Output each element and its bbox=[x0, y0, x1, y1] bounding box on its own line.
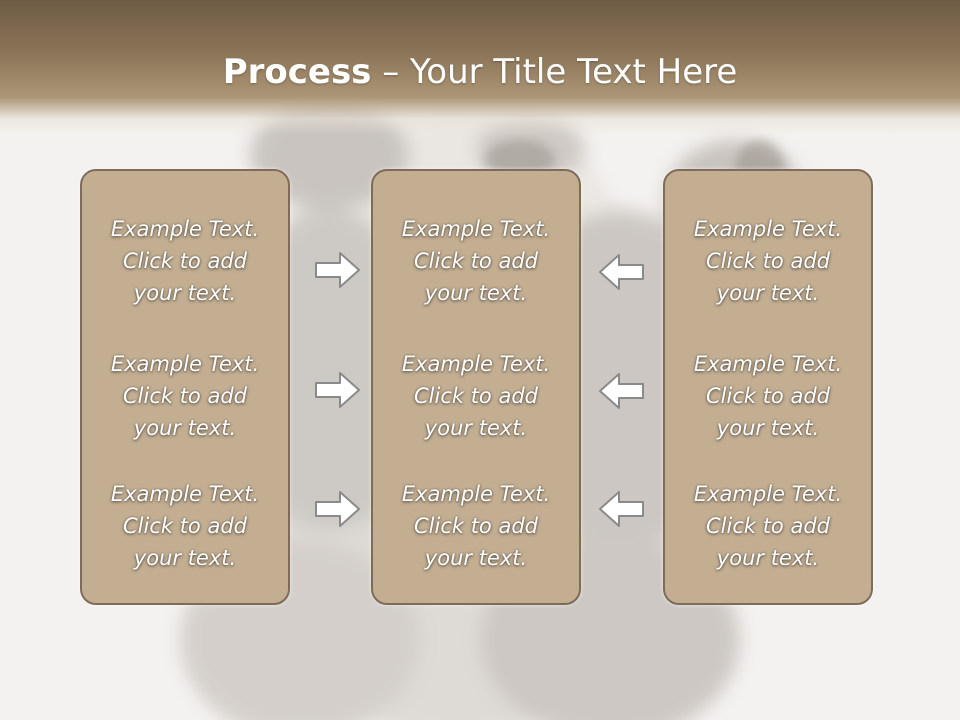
title-rest: – Your Title Text Here bbox=[371, 52, 738, 92]
process-box-center[interactable]: Example Text. Click to add your text. Ex… bbox=[371, 169, 581, 605]
text-block[interactable]: Example Text. Click to add your text. bbox=[665, 213, 871, 309]
text-block[interactable]: Example Text. Click to add your text. bbox=[373, 348, 579, 444]
text-line: Example Text. bbox=[693, 482, 843, 506]
text-line: your text. bbox=[424, 546, 528, 570]
text-line: Click to add bbox=[122, 249, 247, 273]
text-line: Click to add bbox=[705, 514, 830, 538]
text-line: your text. bbox=[716, 546, 820, 570]
text-line: Click to add bbox=[122, 514, 247, 538]
process-box-right[interactable]: Example Text. Click to add your text. Ex… bbox=[663, 169, 873, 605]
text-line: Example Text. bbox=[110, 352, 260, 376]
text-line: Click to add bbox=[413, 514, 538, 538]
text-line: Click to add bbox=[122, 384, 247, 408]
text-line: Example Text. bbox=[401, 482, 551, 506]
text-line: your text. bbox=[133, 281, 237, 305]
text-line: your text. bbox=[424, 281, 528, 305]
title-bold: Process bbox=[222, 52, 372, 92]
text-block[interactable]: Example Text. Click to add your text. bbox=[373, 478, 579, 574]
arrow-right-icon[interactable] bbox=[314, 370, 362, 410]
title-bar bbox=[0, 0, 960, 135]
text-line: Click to add bbox=[705, 384, 830, 408]
text-line: Example Text. bbox=[110, 482, 260, 506]
arrow-right-icon[interactable] bbox=[314, 489, 362, 529]
text-line: Example Text. bbox=[401, 217, 551, 241]
text-block[interactable]: Example Text. Click to add your text. bbox=[373, 213, 579, 309]
text-line: Click to add bbox=[413, 249, 538, 273]
text-line: Click to add bbox=[413, 384, 538, 408]
arrow-left-icon[interactable] bbox=[597, 371, 645, 411]
text-line: your text. bbox=[133, 416, 237, 440]
text-block[interactable]: Example Text. Click to add your text. bbox=[82, 478, 288, 574]
text-block[interactable]: Example Text. Click to add your text. bbox=[82, 213, 288, 309]
text-line: your text. bbox=[133, 546, 237, 570]
text-line: your text. bbox=[716, 416, 820, 440]
process-box-left[interactable]: Example Text. Click to add your text. Ex… bbox=[80, 169, 290, 605]
arrow-right-icon[interactable] bbox=[314, 250, 362, 290]
text-block[interactable]: Example Text. Click to add your text. bbox=[665, 348, 871, 444]
text-line: Example Text. bbox=[110, 217, 260, 241]
text-line: Example Text. bbox=[401, 352, 551, 376]
text-block[interactable]: Example Text. Click to add your text. bbox=[665, 478, 871, 574]
arrow-left-icon[interactable] bbox=[597, 252, 645, 292]
text-line: Click to add bbox=[705, 249, 830, 273]
text-line: Example Text. bbox=[693, 352, 843, 376]
text-line: your text. bbox=[424, 416, 528, 440]
arrow-left-icon[interactable] bbox=[597, 489, 645, 529]
text-line: Example Text. bbox=[693, 217, 843, 241]
slide-title[interactable]: Process – Your Title Text Here bbox=[0, 52, 960, 92]
text-line: your text. bbox=[716, 281, 820, 305]
text-block[interactable]: Example Text. Click to add your text. bbox=[82, 348, 288, 444]
